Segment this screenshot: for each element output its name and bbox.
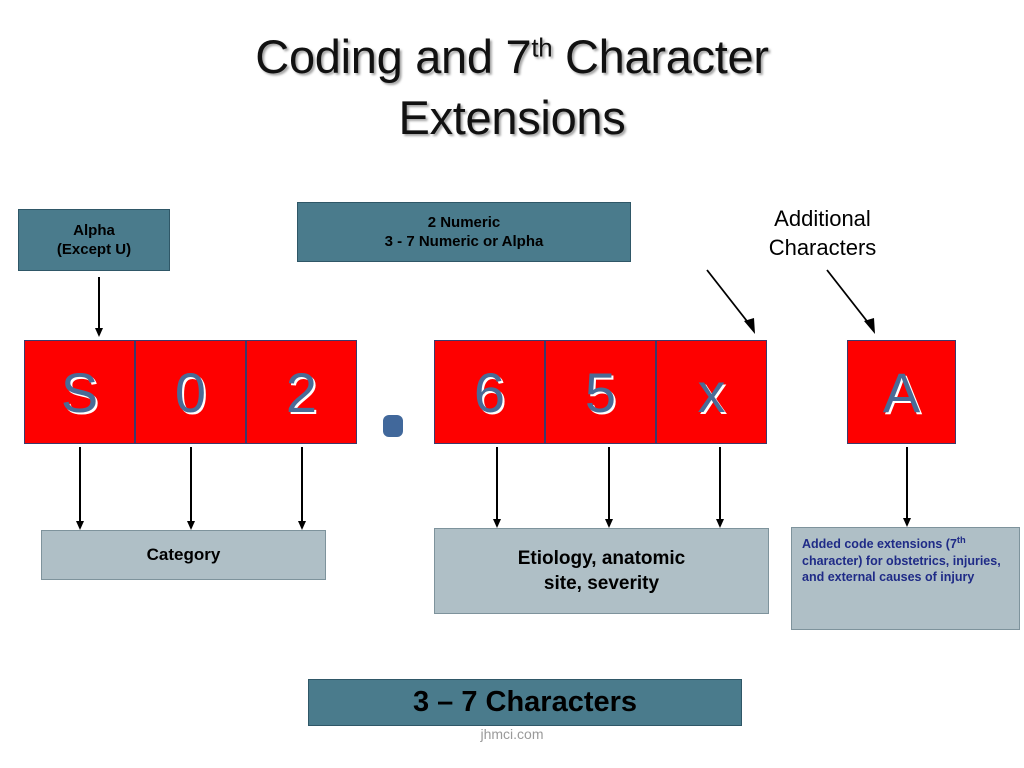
note-box-numeric: 2 Numeric 3 - 7 Numeric or Alpha	[297, 202, 631, 262]
arrow-shaft	[608, 447, 610, 520]
code-group-extension: A	[847, 340, 956, 444]
title-line-1: Coding and 7th Character	[255, 30, 769, 83]
arrow-shaft	[496, 447, 498, 520]
note-additional-characters: Additional Characters	[735, 204, 910, 263]
added-superscript-th: th	[956, 534, 966, 545]
arrow-cell1-to-category	[73, 447, 86, 530]
arrow-head	[297, 521, 306, 530]
added-text-after: character) for obstetrics, injuries, and…	[802, 553, 1001, 585]
added-text-before: Added code extensions (7	[802, 537, 957, 551]
code-cell-6[interactable]: x	[656, 340, 767, 444]
arrow-head	[715, 519, 724, 528]
alpha-line-2: (Except U)	[56, 241, 132, 258]
arrow-alpha-to-first-cell	[92, 277, 105, 337]
decimal-point-separator	[383, 415, 403, 437]
arrow-cell7-to-added-extensions	[900, 447, 913, 527]
code-cell-5[interactable]: 5	[545, 340, 656, 444]
code-cell-7[interactable]: A	[847, 340, 956, 444]
page-title: Coding and 7th Character Extensions	[0, 26, 1024, 148]
etiology-text: Etiology, anatomic site, severity	[518, 546, 686, 596]
description-box-etiology: Etiology, anatomic site, severity	[434, 528, 769, 614]
arrow-cell6-to-etiology	[713, 447, 726, 528]
arrow-head	[902, 518, 911, 527]
arrow-head	[492, 519, 501, 528]
arrow-shaft	[906, 447, 908, 519]
arrow-additional-to-x-cell	[705, 268, 765, 340]
code-cell-3[interactable]: 2	[246, 340, 357, 444]
numeric-line-2: 3 - 7 Numeric or Alpha	[384, 233, 544, 250]
note-box-alpha: Alpha (Except U)	[18, 209, 170, 271]
code-group-category: S 0 2	[24, 340, 357, 444]
arrow-cell3-to-category	[295, 447, 308, 530]
arrow-cell5-to-etiology	[602, 447, 615, 528]
character-count-label: 3 – 7 Characters	[412, 685, 638, 718]
additional-line-2: Characters	[768, 235, 877, 261]
code-cell-4[interactable]: 6	[434, 340, 545, 444]
arrow-head	[94, 328, 103, 337]
arrow-shaft	[190, 447, 192, 522]
arrow-additional-to-a-cell	[825, 268, 885, 340]
additional-line-1: Additional	[774, 206, 871, 231]
arrow-head	[186, 521, 195, 530]
description-box-category: Category	[41, 530, 326, 580]
code-cell-1[interactable]: S	[24, 340, 135, 444]
watermark-text: jhmci.com	[480, 726, 544, 742]
title-line-2: Extensions	[398, 91, 626, 145]
summary-bar-character-count: 3 – 7 Characters	[308, 679, 742, 726]
arrow-shaft	[719, 447, 721, 520]
arrow-shaft	[79, 447, 81, 522]
added-extensions-text: Added code extensions (7th character) fo…	[802, 534, 1009, 586]
title-superscript-th: th	[531, 34, 553, 63]
note-box-alpha-text: Alpha (Except U)	[57, 221, 131, 260]
etiology-line-2: site, severity	[543, 573, 660, 594]
arrow-cell4-to-etiology	[490, 447, 503, 528]
arrow-head	[604, 519, 613, 528]
description-box-added-extensions: Added code extensions (7th character) fo…	[791, 527, 1020, 630]
arrow-cell2-to-category	[184, 447, 197, 530]
code-group-etiology: 6 5 x	[434, 340, 767, 444]
note-box-numeric-text: 2 Numeric 3 - 7 Numeric or Alpha	[385, 213, 544, 252]
numeric-line-1: 2 Numeric	[427, 213, 501, 231]
arrow-shaft	[301, 447, 303, 522]
arrow-head	[75, 521, 84, 530]
alpha-line-1: Alpha	[73, 221, 115, 239]
category-label: Category	[146, 544, 221, 564]
arrow-shaft	[98, 277, 100, 329]
code-cell-2[interactable]: 0	[135, 340, 246, 444]
etiology-line-1: Etiology, anatomic	[517, 547, 686, 569]
